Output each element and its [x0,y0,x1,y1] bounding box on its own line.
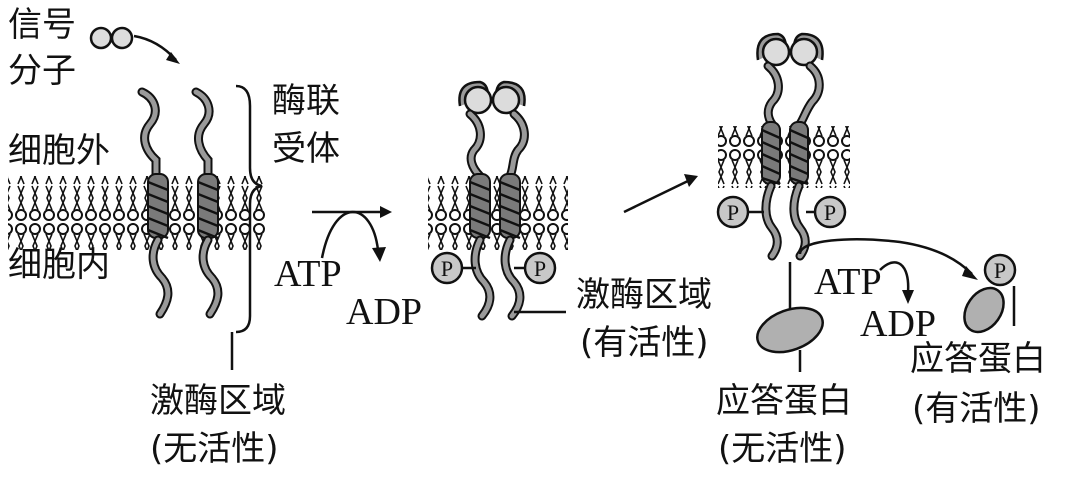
receptor-left-signaling [761,61,783,261]
svg-text:P: P [994,258,1006,283]
response-protein-inactive [756,306,824,354]
receptor-left-active [465,109,495,321]
stage-2: P P 激酶区域 (有活性) [428,80,712,363]
svg-text:P: P [727,200,739,225]
resp-label-1: 应答蛋白 [716,381,852,421]
activation-path [798,238,973,275]
signal-molecule [89,26,134,50]
response-protein-active [963,286,1005,334]
svg-text:P: P [441,256,453,281]
kinase-state-2: (有活性) [580,323,709,363]
receptor-right [191,87,223,319]
phospho-curve-1 [320,210,380,259]
kinase-state-1: (无活性) [150,429,279,469]
stage-3: P P ATP ADP 应答蛋白 (无活性) P 应答蛋白 (有活性) [716,32,1046,469]
phosphate-marker: P [430,251,464,285]
ligand-circle [761,37,791,67]
membrane-3 [718,126,850,188]
signal-label-2: 分子 [8,51,76,91]
membrane-2 [428,176,568,250]
receptor-label-1: 酶联 [272,81,340,121]
ligand-circle [491,85,521,115]
ligand-circle [789,37,819,67]
atp-label-1: ATP [274,253,342,295]
phosphate-marker: P [813,195,847,229]
atp-label-2: ATP [814,261,882,303]
intracellular-label: 细胞内 [8,245,110,285]
receptor-bracket [235,84,263,334]
resp-state-2: (有活性) [912,389,1041,429]
receptor-left [137,87,173,319]
transition-2 [623,174,698,214]
receptor-label-2: 受体 [272,129,340,169]
resp-label-2: 应答蛋白 [910,339,1046,379]
extracellular-label: 细胞外 [8,131,110,171]
phosphate-marker: P [983,253,1017,287]
signal-label-1: 信号 [8,5,76,45]
resp-state-1: (无活性) [718,429,847,469]
receptor-right-active [499,109,529,321]
transition-1: ATP ADP [274,206,422,333]
stage-1: 信号 分子 细胞外 细胞内 酶联 受 [8,5,340,469]
svg-text:P: P [534,256,546,281]
adp-label-2: ADP [860,303,936,345]
kinase-label-1: 激酶区域 [150,381,286,421]
kinase-label-2: 激酶区域 [576,275,712,315]
adp-label-1: ADP [346,291,422,333]
phosphate-marker: P [523,251,557,285]
svg-text:P: P [824,200,836,225]
phosphate-marker: P [716,195,750,229]
arrow-2 [623,178,691,214]
membrane-1 [8,176,266,250]
ligand-circle [463,85,493,115]
phospho-curve-2 [879,261,914,304]
